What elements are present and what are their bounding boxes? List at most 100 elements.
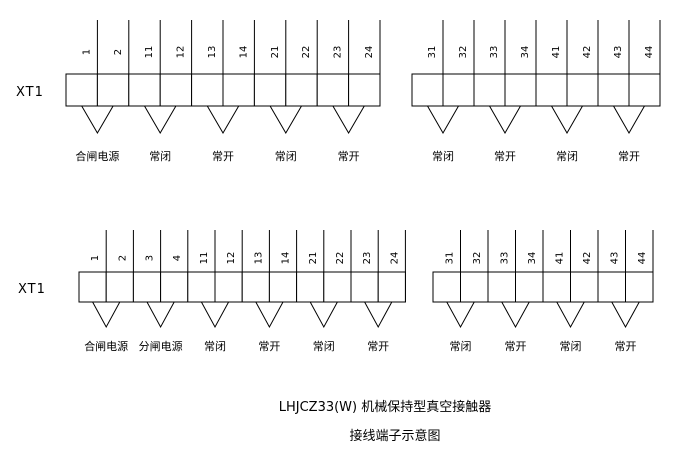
terminal-pair-marker [146, 301, 176, 329]
terminal-cell [191, 73, 224, 107]
terminal-group-label: 常开 [338, 150, 360, 163]
terminal-cell [628, 73, 661, 107]
terminal-group-label: 常闭 [313, 340, 335, 353]
diagram-title: LHJCZ33(W) 机械保持型真空接触器 [279, 399, 492, 415]
terminal-cell [566, 73, 599, 107]
terminal-number: 34 [520, 46, 531, 59]
terminal-cell [268, 271, 298, 303]
terminal-cell [159, 73, 193, 107]
terminal-number: 41 [551, 46, 562, 59]
terminal-cell [285, 73, 318, 107]
terminal-pair-marker [143, 105, 177, 134]
terminal-number: 12 [226, 252, 237, 265]
terminal-number: 13 [253, 252, 264, 265]
terminal-pair-marker [363, 301, 393, 329]
terminal-group-label: 常闭 [450, 340, 472, 353]
terminal-group-label: 常开 [618, 150, 640, 163]
terminal-cell [316, 73, 350, 107]
terminal-number: 23 [362, 252, 373, 265]
terminal-pair-marker [309, 301, 339, 329]
terminal-cell [570, 271, 599, 303]
terminal-number: 22 [335, 252, 346, 265]
terminal-number: 2 [113, 49, 124, 55]
terminal-number: 1 [90, 255, 101, 261]
terminal-number: 21 [270, 46, 281, 59]
terminal-group-label: 常开 [212, 150, 234, 163]
terminal-cell [132, 271, 162, 303]
terminal-number: 2 [117, 255, 128, 261]
terminal-number: 14 [281, 252, 292, 265]
terminal-number: 32 [458, 46, 469, 59]
terminal-number: 42 [582, 252, 593, 265]
terminal-number: 4 [172, 255, 183, 261]
terminal-group-label: 常闭 [560, 340, 582, 353]
terminal-group-label: 常开 [505, 340, 527, 353]
terminal-cell [78, 271, 107, 303]
terminal-cell [473, 73, 506, 107]
terminal-number: 11 [199, 252, 210, 265]
terminal-number: 24 [364, 46, 375, 59]
terminal-number: 43 [613, 46, 624, 59]
terminal-pair-marker [488, 105, 522, 135]
terminal-pair-marker [426, 105, 460, 135]
terminal-cell [128, 73, 161, 107]
terminal-pair-marker [610, 301, 641, 329]
terminal-pair-marker [500, 301, 531, 329]
terminal-cell [377, 271, 406, 303]
terminal-number: 42 [582, 46, 593, 59]
terminal-number: 3 [145, 255, 156, 261]
terminal-cell [515, 271, 544, 303]
terminal-group-label: 常闭 [432, 150, 454, 163]
terminal-number: 33 [500, 252, 511, 265]
terminal-number: 41 [555, 252, 566, 265]
terminal-cell [350, 271, 379, 303]
terminal-group-label: 常闭 [275, 150, 297, 163]
terminal-number: 14 [238, 46, 249, 59]
diagram-subtitle: 接线端子示意图 [349, 428, 440, 444]
terminal-cell [535, 73, 568, 107]
terminal-number: 22 [301, 46, 312, 59]
terminal-pair-marker [80, 105, 114, 134]
terminal-number: 12 [176, 46, 187, 59]
terminal-group-label: 分闸电源 [139, 339, 183, 353]
terminal-number: 44 [644, 46, 655, 59]
terminal-number: 24 [389, 252, 400, 265]
terminal-cell [65, 73, 98, 107]
terminal-number: 13 [207, 46, 218, 59]
terminal-number: 1 [81, 49, 92, 55]
terminal-pair-marker [91, 301, 121, 329]
terminal-pair-marker [200, 301, 230, 329]
terminal-cell [105, 271, 134, 303]
terminal-cell [187, 271, 216, 303]
terminal-cell [487, 271, 516, 303]
terminal-number: 33 [489, 46, 500, 59]
terminal-pair-marker [445, 301, 476, 329]
terminal-group-label: 常闭 [204, 340, 226, 353]
terminal-cell [214, 271, 243, 303]
terminal-cell [160, 271, 189, 303]
terminal-group-label: 合闸电源 [84, 339, 128, 353]
terminal-group-label: 合闸电源 [75, 149, 119, 163]
terminal-cell [411, 73, 444, 107]
terminal-number: 34 [527, 252, 538, 265]
terminal-pair-marker [612, 105, 646, 135]
terminal-pair-marker [269, 105, 303, 134]
terminal-pair-marker [550, 105, 584, 135]
terminal-cell [442, 73, 475, 107]
terminal-number: 32 [472, 252, 483, 265]
terminal-cell [625, 271, 654, 303]
terminal-strip-label: XT1 [18, 282, 46, 297]
terminal-cell [348, 73, 381, 107]
terminal-cell [323, 271, 352, 303]
terminal-cell [460, 271, 489, 303]
terminal-number: 21 [308, 252, 319, 265]
terminal-cell [504, 73, 537, 107]
terminal-strip-label: XT1 [16, 85, 44, 100]
